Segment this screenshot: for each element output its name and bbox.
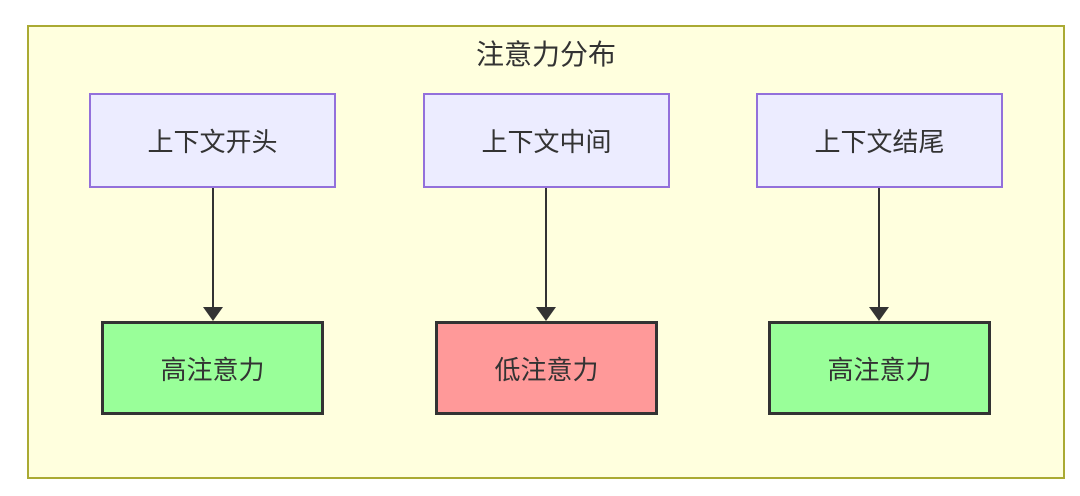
node-context-end: 上下文结尾 [756,93,1003,188]
arrow-middle-to-low-line [545,188,547,308]
node-low-attention-middle: 低注意力 [435,321,658,415]
node-high-attention-start: 高注意力 [101,321,324,415]
subgraph-title: 注意力分布 [475,39,616,70]
arrow-end-to-high-line [878,188,880,308]
node-high-attention-end: 高注意力 [768,321,991,415]
arrowhead-down-icon [203,307,223,321]
node-context-start: 上下文开头 [89,93,336,188]
arrow-start-to-high-line [212,188,214,308]
arrowhead-down-icon [536,307,556,321]
node-context-middle: 上下文中间 [423,93,670,188]
attention-distribution-subgraph: 注意力分布 上下文开头 高注意力 上下文中间 低注意力 上下文结尾 高注意力 [27,25,1065,479]
arrowhead-down-icon [869,307,889,321]
